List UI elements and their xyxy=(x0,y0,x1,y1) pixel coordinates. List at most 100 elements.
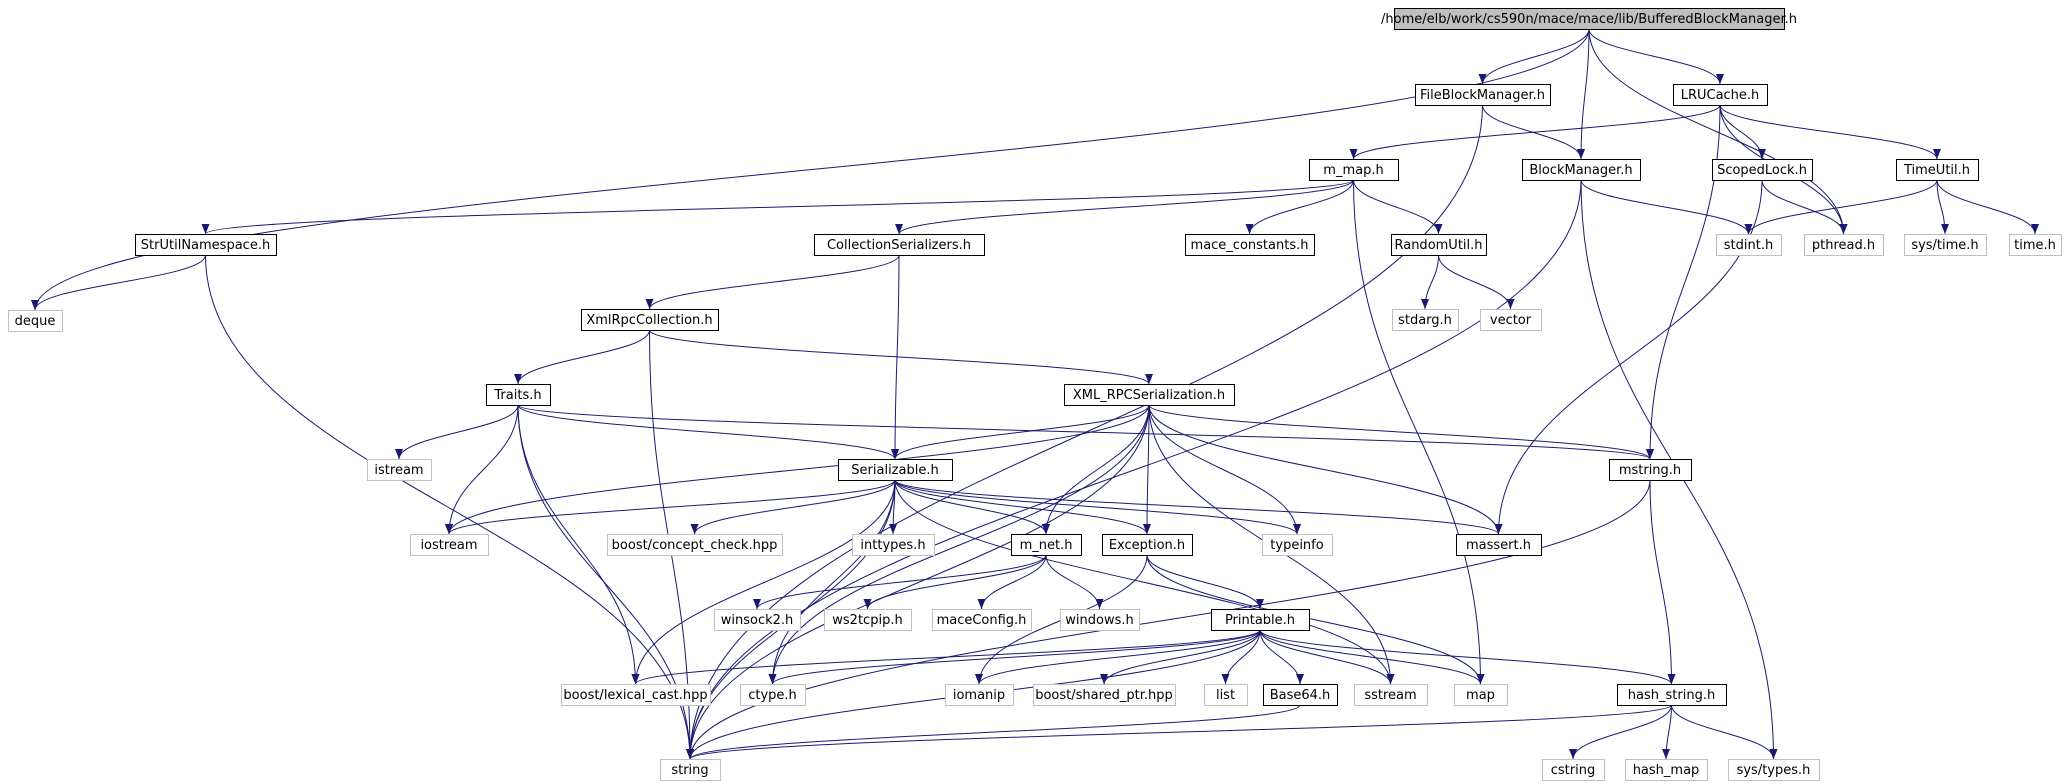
node-box-vector xyxy=(1480,309,1542,331)
node-xmlrpcser[interactable]: XML_RPCSerialization.h xyxy=(1064,384,1235,406)
node-box-xmlrpcser xyxy=(1064,384,1235,406)
node-ctype: ctype.h xyxy=(740,684,806,706)
edge-serializable-to-lexicalcast xyxy=(631,479,896,685)
node-randomutil[interactable]: RandomUtil.h xyxy=(1391,234,1487,256)
edge-randomutil-to-vector xyxy=(1438,254,1515,310)
edge-root-to-blockmgr xyxy=(1577,28,1590,160)
edge-lrucache-to-mstring xyxy=(1646,104,1721,460)
node-box-printable xyxy=(1211,609,1310,631)
node-xmlrpccoll[interactable]: XmlRpcCollection.h xyxy=(581,309,719,331)
node-timeutil[interactable]: TimeUtil.h xyxy=(1896,159,1979,181)
node-conceptcheck: boost/concept_check.hpp xyxy=(607,534,783,556)
node-exception[interactable]: Exception.h xyxy=(1102,534,1193,556)
node-label-sstream: sstream xyxy=(1364,688,1416,703)
node-box-base64 xyxy=(1263,684,1338,706)
node-sstream: sstream xyxy=(1354,684,1428,706)
node-systypes: sys/types.h xyxy=(1728,759,1820,781)
node-box-maceconst xyxy=(1185,234,1315,256)
node-filebm[interactable]: FileBlockManager.h xyxy=(1415,84,1551,106)
node-label-collser: CollectionSerializers.h xyxy=(827,238,971,253)
node-root[interactable]: /home/elb/work/cs590n/mace/mace/lib/Buff… xyxy=(1381,8,1797,30)
edge-xmlrpcser-to-massert xyxy=(1148,404,1503,535)
node-traits[interactable]: Traits.h xyxy=(486,384,551,406)
node-mmap[interactable]: m_map.h xyxy=(1309,159,1399,181)
node-box-cstring xyxy=(1542,759,1605,781)
node-blockmgr[interactable]: BlockManager.h xyxy=(1522,159,1641,181)
edge-traits-to-mstring xyxy=(517,404,1654,460)
node-mnet[interactable]: m_net.h xyxy=(1011,534,1082,556)
node-label-inttypes: inttypes.h xyxy=(860,538,925,553)
edge-mnet-to-ws2tcpip xyxy=(863,554,1047,610)
edge-lrucache-to-mmap xyxy=(1349,104,1721,160)
edge-printable-to-sstream xyxy=(1259,629,1395,685)
edge-exception-to-printable xyxy=(1146,554,1264,610)
node-label-stdarg: stdarg.h xyxy=(1398,313,1452,328)
edge-root-to-pthread xyxy=(1588,28,1848,235)
node-box-winsock2 xyxy=(714,609,801,631)
node-label-serializable: Serializable.h xyxy=(851,463,938,478)
node-inttypes: inttypes.h xyxy=(852,534,935,556)
node-windows: windows.h xyxy=(1060,609,1140,631)
node-label-traits: Traits.h xyxy=(493,388,541,403)
node-strutil[interactable]: StrUtilNamespace.h xyxy=(135,234,277,256)
node-maceconst[interactable]: mace_constants.h xyxy=(1185,234,1315,256)
edge-serializable-to-mnet xyxy=(894,479,1050,535)
edge-serializable-to-massert xyxy=(894,479,1503,535)
node-iostream: iostream xyxy=(410,534,489,556)
node-hashstring[interactable]: hash_string.h xyxy=(1617,684,1727,706)
edge-printable-to-base64 xyxy=(1259,629,1304,685)
edge-blockmgr-to-stdint xyxy=(1580,179,1753,235)
node-label-maceconfig: maceConfig.h xyxy=(937,613,1027,628)
edge-printable-to-lexicalcast xyxy=(631,629,1261,685)
node-box-root xyxy=(1394,8,1785,30)
node-label-timeutil: TimeUtil.h xyxy=(1903,163,1970,178)
node-list: list xyxy=(1204,684,1248,706)
node-box-massert xyxy=(1456,534,1542,556)
node-label-strutil: StrUtilNamespace.h xyxy=(141,238,270,253)
node-label-randomutil: RandomUtil.h xyxy=(1394,238,1482,253)
node-base64[interactable]: Base64.h xyxy=(1263,684,1338,706)
edge-serializable-to-conceptcheck xyxy=(690,479,896,535)
edge-mmap-to-maceconst xyxy=(1245,179,1354,235)
node-box-serializable xyxy=(838,459,953,481)
node-scopedlock[interactable]: ScopedLock.h xyxy=(1712,159,1813,181)
edge-blockmgr-to-string xyxy=(686,179,1582,760)
node-box-exception xyxy=(1102,534,1193,556)
node-label-map: map xyxy=(1466,688,1495,703)
node-collser[interactable]: CollectionSerializers.h xyxy=(814,234,985,256)
node-label-lrucache: LRUCache.h xyxy=(1681,88,1760,103)
edge-root-to-deque xyxy=(31,28,1590,311)
edge-traits-to-lexicalcast xyxy=(517,404,640,685)
node-box-deque xyxy=(8,310,63,332)
edge-xmlrpccoll-to-xmlrpcser xyxy=(649,329,1153,385)
edge-xmlrpcser-to-iostream xyxy=(445,404,1150,535)
node-mstring[interactable]: mstring.h xyxy=(1609,459,1692,481)
edge-randomutil-to-stdarg xyxy=(1421,254,1439,310)
node-box-istream xyxy=(367,459,432,481)
edges-layer xyxy=(31,28,2039,760)
node-lrucache[interactable]: LRUCache.h xyxy=(1673,84,1768,106)
node-ws2tcpip: ws2tcpip.h xyxy=(824,609,912,631)
node-label-time: time.h xyxy=(2014,238,2056,253)
node-cstring: cstring xyxy=(1542,759,1605,781)
node-box-collser xyxy=(814,234,985,256)
node-label-systime: sys/time.h xyxy=(1911,238,1978,253)
edge-exception-to-map xyxy=(1146,554,1485,685)
node-label-ws2tcpip: ws2tcpip.h xyxy=(832,613,902,628)
edge-mstring-to-string xyxy=(686,479,1651,760)
node-box-map xyxy=(1454,684,1508,706)
node-label-stdint: stdint.h xyxy=(1724,238,1773,253)
edge-mmap-to-randomutil xyxy=(1353,179,1443,235)
node-box-randomutil xyxy=(1391,234,1487,256)
edge-xmlrpccoll-to-traits xyxy=(514,329,650,385)
node-box-ctype xyxy=(740,684,806,706)
node-serializable[interactable]: Serializable.h xyxy=(838,459,953,481)
edge-printable-to-map xyxy=(1259,629,1485,685)
node-printable[interactable]: Printable.h xyxy=(1211,609,1310,631)
node-box-inttypes xyxy=(852,534,935,556)
node-label-maceconst: mace_constants.h xyxy=(1191,238,1309,253)
node-massert[interactable]: massert.h xyxy=(1456,534,1542,556)
edge-mmap-to-strutil xyxy=(201,179,1354,235)
node-vector: vector xyxy=(1480,309,1542,331)
node-label-mmap: m_map.h xyxy=(1323,163,1383,178)
